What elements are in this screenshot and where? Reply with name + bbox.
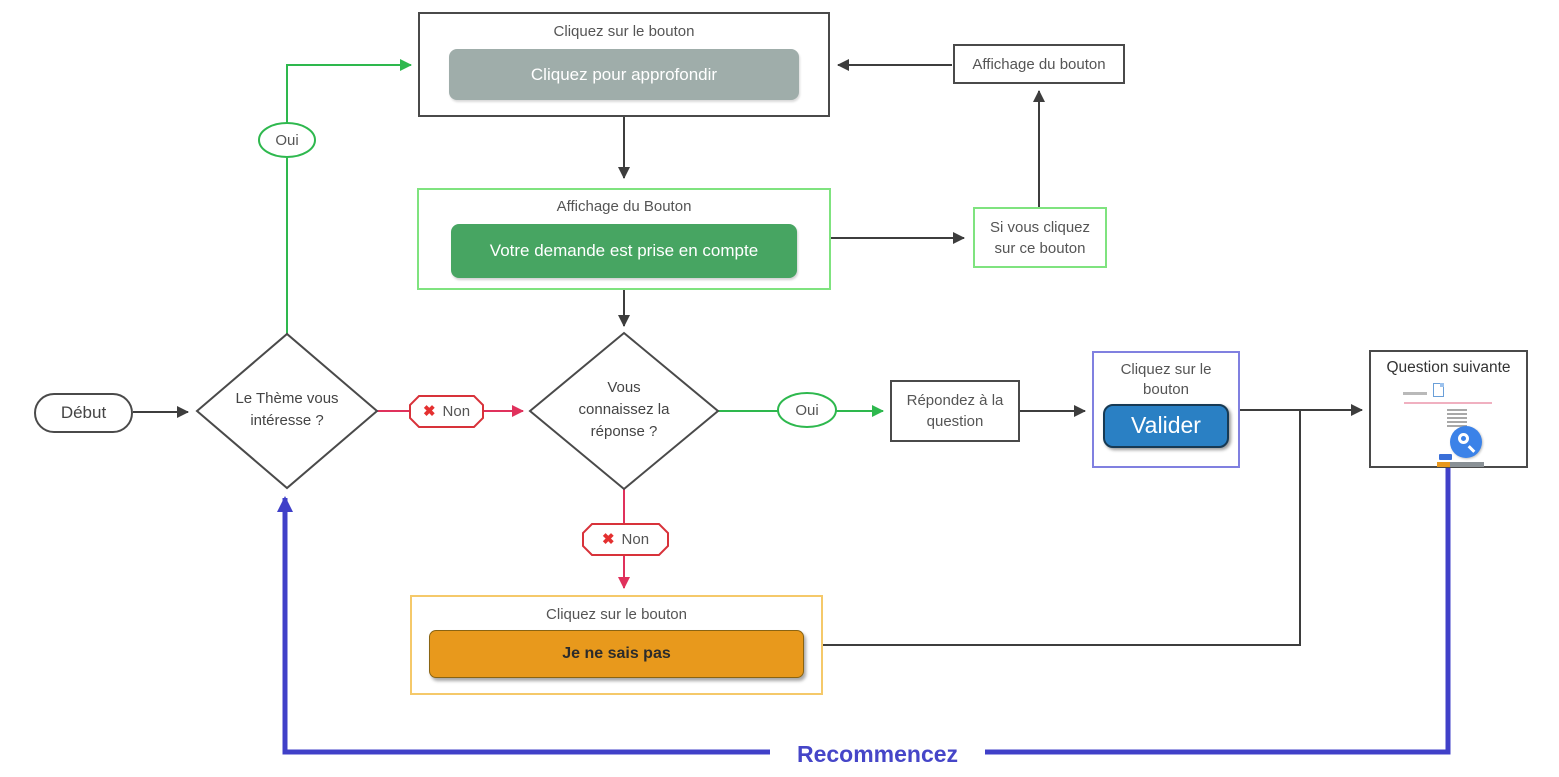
node-title: Cliquez sur le bouton bbox=[1120, 361, 1212, 399]
thumbnail-button bbox=[1439, 454, 1452, 460]
node-if-click: Si vous cliquez sur ce bouton bbox=[973, 207, 1107, 268]
thumbnail-list-item bbox=[1447, 417, 1467, 419]
x-icon: ✖ bbox=[601, 531, 615, 548]
thumbnail-list-item bbox=[1447, 421, 1467, 423]
request-accepted-button[interactable]: Votre demande est prise en compte bbox=[451, 224, 797, 278]
search-icon bbox=[1450, 426, 1482, 458]
thumbnail-progress-gray bbox=[1450, 462, 1484, 467]
thumbnail-list-item bbox=[1447, 413, 1467, 415]
node-title: Cliquez sur le bouton bbox=[546, 606, 687, 623]
start-label: Début bbox=[60, 403, 107, 422]
node-answer-question: Répondez à la question bbox=[890, 380, 1020, 442]
thumbnail-text-line bbox=[1403, 392, 1427, 395]
edge-badge-non: ✖ Non bbox=[583, 524, 668, 555]
edge-badge-non: ✖ Non bbox=[410, 396, 483, 427]
node-title: Affichage du Bouton bbox=[556, 198, 692, 215]
thumbnail-progress-orange bbox=[1437, 462, 1450, 467]
thumbnail-divider bbox=[1404, 402, 1492, 404]
document-icon bbox=[1433, 383, 1444, 397]
search-lens bbox=[1458, 433, 1469, 444]
node-label: Affichage du bouton bbox=[972, 55, 1106, 73]
deepen-button[interactable]: Cliquez pour approfondir bbox=[449, 49, 799, 100]
node-click-deepen: Cliquez sur le bouton Cliquez pour appro… bbox=[418, 12, 830, 117]
decision-theme-label: Le Thème vous intéresse ? bbox=[235, 390, 339, 429]
x-icon: ✖ bbox=[422, 403, 436, 420]
search-handle bbox=[1467, 445, 1476, 453]
restart-label: Recommencez bbox=[770, 738, 985, 772]
node-display-button-green: Affichage du Bouton Votre demande est pr… bbox=[417, 188, 831, 290]
node-click-dontknow: Cliquez sur le bouton Je ne sais pas bbox=[410, 595, 823, 695]
edge-label-oui: Oui bbox=[275, 132, 299, 149]
edge-label-non: Non bbox=[442, 403, 471, 420]
dont-know-button[interactable]: Je ne sais pas bbox=[429, 630, 804, 678]
node-title: Cliquez sur le bouton bbox=[553, 23, 695, 40]
thumbnail-list-item bbox=[1447, 425, 1467, 427]
edge-label-non: Non bbox=[621, 531, 650, 548]
node-display-button: Affichage du bouton bbox=[953, 44, 1125, 84]
node-label: Si vous cliquez sur ce bouton bbox=[989, 218, 1091, 257]
validate-button[interactable]: Valider bbox=[1103, 403, 1229, 448]
decision-answer-label: Vous connaissez la réponse ? bbox=[578, 379, 670, 440]
thumbnail-list-item bbox=[1447, 409, 1467, 411]
edge-label-oui: Oui bbox=[795, 402, 819, 419]
node-next-question: Question suivante bbox=[1369, 350, 1528, 468]
node-label: Répondez à la question bbox=[906, 392, 1004, 430]
node-click-validate: Cliquez sur le bouton Valider bbox=[1092, 351, 1240, 468]
start-node: Début bbox=[34, 393, 133, 433]
node-title: Question suivante bbox=[1386, 359, 1511, 376]
